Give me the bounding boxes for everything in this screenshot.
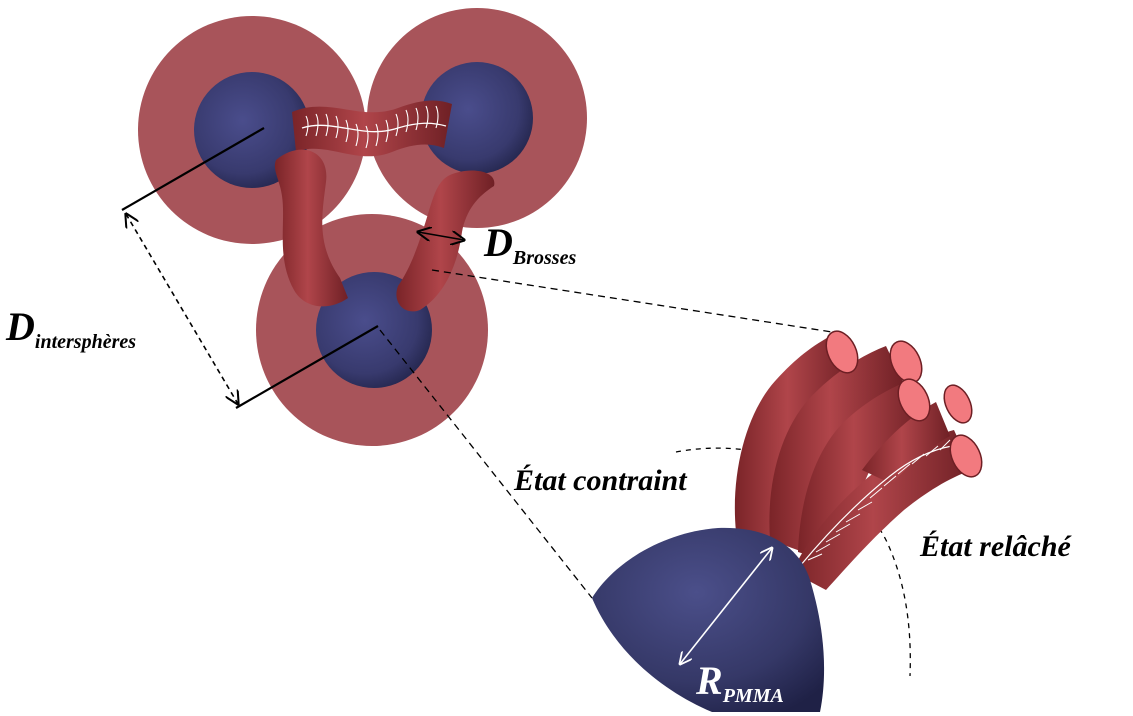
label-etat-relache: État relâché <box>919 530 1073 563</box>
label-d-interspheres: Dintersphères <box>5 304 136 353</box>
dimension-arrow <box>126 214 238 404</box>
label-d-brosses: DBrosses <box>483 220 576 269</box>
zoom-guide-brush <box>432 270 832 332</box>
label-etat-contraint: État contraint <box>513 464 688 497</box>
brush-cap-4 <box>939 381 978 427</box>
